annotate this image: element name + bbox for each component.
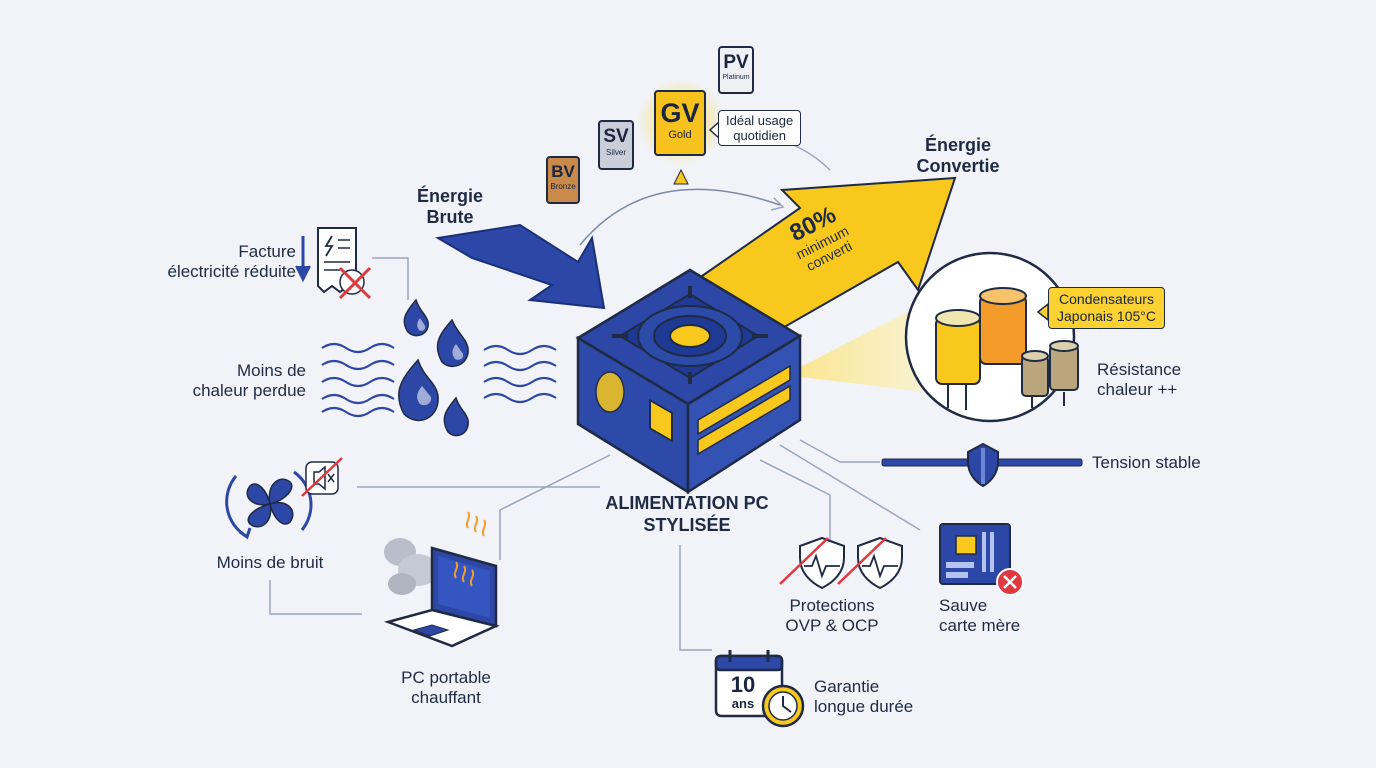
heat-resistance-line1: Résistance [1097,360,1182,379]
warranty-line1: Garantie [814,677,880,696]
bill-label: Facture électricité réduite [136,242,296,282]
tension-bar [881,442,1083,488]
raw-energy-line2: Brute [426,207,474,227]
badge-bronze: BV Bronze [546,156,580,204]
heat-wave-icon [321,342,557,418]
laptop-line2: chauffant [411,688,481,707]
voltage-label: Tension stable [1092,453,1201,472]
bill-line1: Facture [238,242,296,261]
badge-silver: SV Silver [598,120,634,170]
mute-icon [301,457,343,497]
badge-silver-name: Silver [605,148,626,157]
protections-line2: OVP & OCP [785,616,879,635]
raw-energy-line1: Énergie [416,186,484,206]
converted-energy-line1: Énergie [924,135,992,155]
heat-resistance-line2: chaleur ++ [1097,380,1178,399]
page-title-line1: ALIMENTATION PC [605,493,769,513]
motherboard-line2: carte mère [939,616,1021,635]
fan-icon [225,470,313,540]
gold-pointer [673,168,689,185]
raw-energy-arrow [435,223,606,310]
capacitor-icon [904,251,1079,423]
badge-platinum-code: PV [723,52,749,73]
psu-icon [575,268,803,495]
badge-bronze-name: Bronze [550,182,576,191]
clock-icon [761,684,805,728]
badge-silver-code: SV [603,126,629,147]
heat-resistance-label: Résistance chaleur ++ [1097,360,1217,400]
heat-line2: chaleur perdue [192,381,306,400]
badge-gold-code: GV [660,98,700,128]
invoice-icon [295,227,372,300]
protections-line1: Protections [789,596,875,615]
ideal-usage-line2: quotidien [733,128,786,143]
converted-energy-label: Énergie Convertie [898,135,1018,177]
ideal-usage-line1: Idéal usage [726,113,794,128]
badge-gold-name: Gold [668,129,692,141]
laptop-line1: PC portable [401,668,491,687]
bill-line2: électricité réduite [167,262,296,281]
badge-gold: GV Gold [654,90,706,156]
motherboard-line1: Sauve [939,596,988,615]
motherboard-label: Sauve carte mère [939,596,1059,636]
heat-label: Moins de chaleur perdue [160,361,306,401]
warranty-label: Garantie longue durée [814,677,944,717]
laptop-icon [383,511,500,648]
raw-energy-label: Énergie Brute [400,186,500,228]
badge-bronze-code: BV [551,162,575,181]
motherboard-icon [939,523,1024,596]
condensers-callout: Condensateurs Japonais 105°C [1048,287,1165,329]
laptop-label: PC portable chauffant [376,668,516,708]
calendar-number: 10 [730,672,756,697]
page-title: ALIMENTATION PC STYLISÉE [580,492,794,536]
shield-icon [779,536,903,590]
condensers-line1: Condensateurs [1059,291,1154,307]
warranty-line2: longue durée [814,697,914,716]
page-title-line2: STYLISÉE [643,515,731,535]
converted-energy-line2: Convertie [916,156,1000,176]
noise-label: Moins de bruit [216,553,324,572]
calendar-unit: ans [731,696,755,711]
flame-icon [397,298,469,437]
protections-label: Protections OVP & OCP [770,596,894,636]
badge-platinum-name: Platinum [722,74,750,81]
condensers-line2: Japonais 105°C [1057,308,1156,324]
heat-line1: Moins de [237,361,306,380]
ideal-usage-callout: Idéal usage quotidien [718,110,802,146]
badge-platinum: PV Platinum [718,46,754,94]
